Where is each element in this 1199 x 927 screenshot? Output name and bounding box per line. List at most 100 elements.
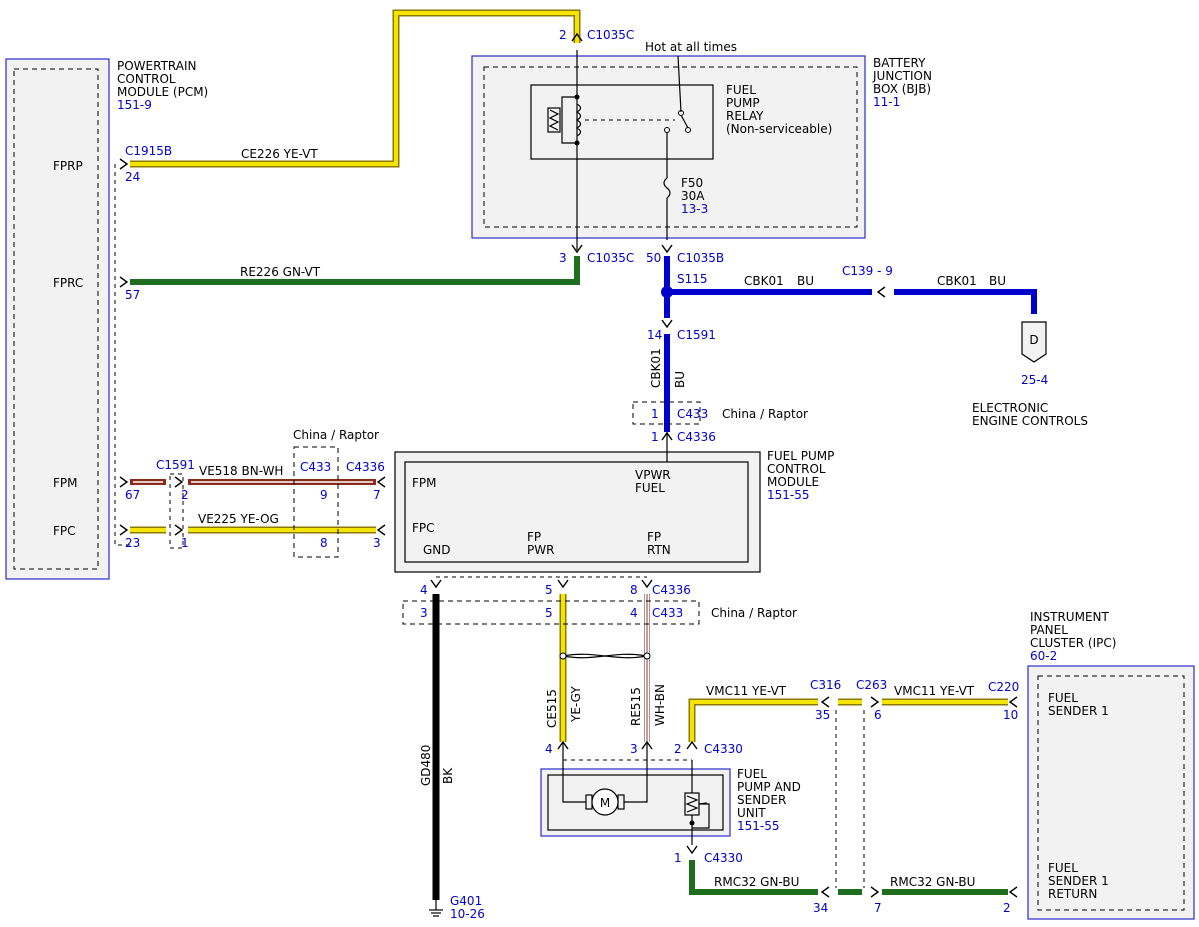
label-rmc32-b: RMC32 GN-BU	[890, 875, 975, 889]
fpsu-name-1: FUEL	[737, 767, 767, 781]
ipc-pin-sender-a: FUEL	[1048, 691, 1078, 705]
eec-symbol: D 25-4 ELECTRONIC ENGINE CONTROLS	[972, 321, 1088, 428]
conn-c4336-bot[interactable]: C4336	[652, 583, 691, 597]
pin-numbers: 2 3 50 24 57 14 1 1 67 2 9 7 23 1 8 3 4 …	[125, 28, 1018, 915]
pin-2-c1035c: 2	[559, 28, 567, 42]
ipc-ref[interactable]: 60-2	[1030, 649, 1057, 663]
pcm-name-3: MODULE (PCM)	[117, 85, 208, 99]
bjb-name-1: BATTERY	[873, 56, 926, 70]
twisted-pair-symbol	[559, 652, 651, 660]
fuse-id: F50	[681, 176, 703, 190]
pin-1-c1591: 1	[181, 536, 189, 550]
relay-switch-symbol	[663, 55, 691, 240]
relay-name-3: RELAY	[726, 109, 764, 123]
conn-c4336-left[interactable]: C4336	[346, 460, 385, 474]
connector-ids: C1035C C1035C C1035B C1915B S115 C139 - …	[125, 28, 1019, 921]
motor-symbol: M	[562, 742, 648, 816]
conn-c316[interactable]: C316	[810, 678, 841, 692]
eec-d-label: D	[1029, 333, 1038, 347]
ipc-pin-sender-b: SENDER 1	[1048, 704, 1109, 718]
pin-7-c4336: 7	[373, 488, 381, 502]
conn-c263[interactable]: C263	[856, 678, 887, 692]
pin-3-c4336: 3	[373, 536, 381, 550]
wire-vmc11[interactable]	[688, 698, 1008, 793]
wire-ce226[interactable]	[130, 9, 581, 168]
label-ce226: CE226 YE-VT	[241, 147, 318, 161]
conn-c4330-top[interactable]: C4330	[704, 742, 743, 756]
conn-c433-bot[interactable]: C433	[652, 606, 683, 620]
wire-rmc32[interactable]	[689, 815, 1009, 895]
pin-9-c433: 9	[320, 488, 328, 502]
pin-35: 35	[815, 708, 830, 722]
label-bk: BK	[441, 767, 455, 784]
fpcm-pin-fpm: FPM	[412, 476, 437, 490]
pcm-name-1: POWERTRAIN	[117, 59, 197, 73]
conn-c1035b[interactable]: C1035B	[677, 251, 724, 265]
pin-4-c4336: 4	[420, 583, 428, 597]
conn-c4336-top[interactable]: C4336	[677, 430, 716, 444]
fpcm-ref[interactable]: 151-55	[767, 488, 810, 502]
pin-5-c433: 5	[545, 606, 553, 620]
hot-at-all-times-label: Hot at all times	[645, 40, 737, 54]
conn-c1591-top[interactable]: C1591	[677, 328, 716, 342]
ipc-module: INSTRUMENT PANEL CLUSTER (IPC) 60-2 FUEL…	[1027, 610, 1195, 920]
bjb-ref[interactable]: 11-1	[873, 95, 900, 109]
label-re226: RE226 GN-VT	[240, 265, 321, 279]
label-ve225: VE225 YE-OG	[198, 512, 279, 526]
relay-name-1: FUEL	[726, 83, 756, 97]
label-bu-b: BU	[989, 274, 1006, 288]
pcm-ref[interactable]: 151-9	[117, 98, 152, 112]
pcm-name-2: CONTROL	[117, 72, 176, 86]
fpcm-name-2: CONTROL	[767, 462, 826, 476]
fpsu-name-2: PUMP AND	[737, 780, 801, 794]
pin-5-c4336: 5	[545, 583, 553, 597]
pin-1-c4336: 1	[651, 430, 659, 444]
ipc-pin-return-a: FUEL	[1048, 861, 1078, 875]
conn-g401[interactable]: G401	[450, 894, 482, 908]
wire-re226[interactable]	[130, 256, 580, 285]
conn-c139[interactable]: C139 - 9	[842, 264, 893, 278]
conn-c220[interactable]: C220	[988, 680, 1019, 694]
conn-c433-top[interactable]: C433	[677, 407, 708, 421]
conn-c433-left[interactable]: C433	[300, 460, 331, 474]
pin-2-c220: 2	[1003, 901, 1011, 915]
ipc-name-1: INSTRUMENT	[1030, 610, 1109, 624]
pcm-pin-fpc: FPC	[53, 524, 76, 538]
fpcm-name-1: FUEL PUMP	[767, 449, 834, 463]
connector-arrows	[119, 32, 1018, 898]
conn-s115[interactable]: S115	[677, 272, 708, 286]
conn-c4330-bot[interactable]: C4330	[704, 851, 743, 865]
conn-g401-ref[interactable]: 10-26	[450, 907, 485, 921]
label-ce515: CE515	[545, 689, 559, 728]
label-vmc11-b: VMC11 YE-VT	[894, 684, 975, 698]
fpcm-pin-fpc: FPC	[412, 521, 435, 535]
wire-gd480[interactable]	[429, 594, 443, 917]
ipc-pin-return-c: RETURN	[1048, 887, 1097, 901]
fuse-ref[interactable]: 13-3	[681, 202, 708, 216]
pin-7-c263: 7	[874, 901, 882, 915]
label-re515: RE515	[629, 687, 643, 726]
conn-c1035c-bot[interactable]: C1035C	[587, 251, 634, 265]
pcm-module: POWERTRAIN CONTROL MODULE (PCM) 151-9 FP…	[5, 58, 208, 580]
pin-1-c4330: 1	[674, 851, 682, 865]
eec-name-1: ELECTRONIC	[972, 401, 1048, 415]
label-gd480: GD480	[419, 745, 433, 786]
ipc-pin-return-b: SENDER 1	[1048, 874, 1109, 888]
fpcm-pin-fp2: FP	[647, 530, 661, 544]
pin-1-c433: 1	[651, 407, 659, 421]
conn-c1035c-top[interactable]: C1035C	[587, 28, 634, 42]
fpsu-name-4: UNIT	[737, 806, 766, 820]
bjb-name-2: JUNCTION	[872, 69, 932, 83]
relay-name-4: (Non-serviceable)	[726, 122, 832, 136]
bjb-module: BATTERY JUNCTION BOX (BJB) 11-1 Hot at a…	[471, 40, 932, 240]
label-rmc32-a: RMC32 GN-BU	[714, 875, 799, 889]
conn-c1915b[interactable]: C1915B	[125, 144, 172, 158]
eec-ref[interactable]: 25-4	[1021, 373, 1048, 387]
pin-4-c433: 4	[630, 606, 638, 620]
motor-label: M	[600, 796, 610, 810]
conn-c1591-left[interactable]: C1591	[156, 458, 195, 472]
fpsu-ref[interactable]: 151-55	[737, 819, 780, 833]
pin-57: 57	[125, 288, 140, 302]
wire-cbk01[interactable]	[661, 256, 1037, 462]
pin-2-c4330: 2	[674, 742, 682, 756]
